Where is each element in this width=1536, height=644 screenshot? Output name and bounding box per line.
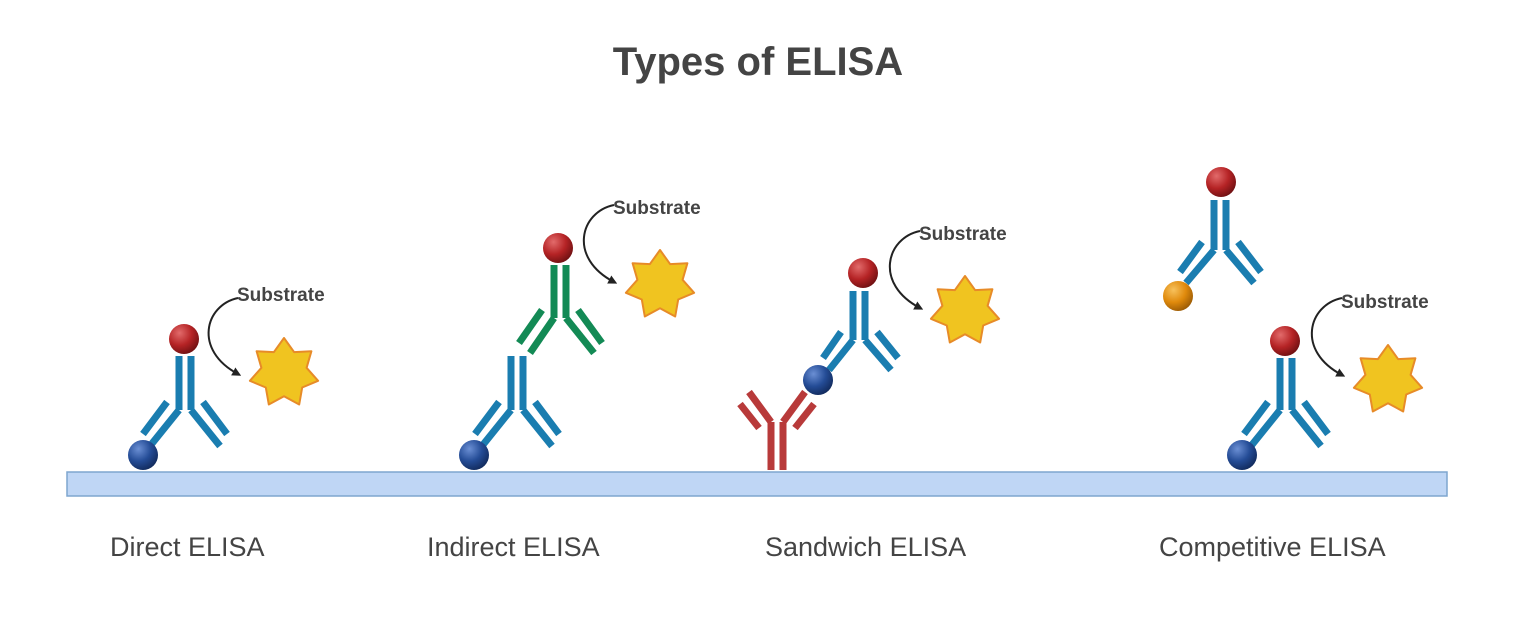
enzyme-icon <box>169 324 199 354</box>
sandwich-elisa-group: Substrate <box>737 224 1007 470</box>
enzyme-icon <box>1206 167 1236 197</box>
curved-arrow-icon <box>1311 297 1346 377</box>
substrate-label: Substrate <box>1341 292 1429 313</box>
secondary-antibody-icon <box>516 265 605 356</box>
plate-surface <box>66 471 1448 497</box>
substrate-label: Substrate <box>919 224 1007 245</box>
antigen-icon <box>803 365 833 395</box>
enzyme-icon <box>543 233 573 263</box>
primary-antibody-icon <box>1241 358 1331 449</box>
primary-antibody-icon <box>472 356 562 449</box>
direct-elisa-group: Substrate <box>128 285 325 470</box>
curved-arrow-icon <box>889 230 924 310</box>
curved-arrow-icon <box>207 297 242 376</box>
primary-antibody-icon <box>140 356 230 449</box>
free-antibody-icon <box>1177 200 1264 286</box>
product-star-icon <box>624 249 696 318</box>
enzyme-icon <box>1270 326 1300 356</box>
product-star-icon <box>929 275 1001 344</box>
enzyme-icon <box>848 258 878 288</box>
product-star-icon <box>1352 344 1424 413</box>
product-star-icon <box>248 337 320 406</box>
curved-arrow-icon <box>583 204 618 284</box>
antigen-icon <box>128 440 158 470</box>
competitive-elisa-group: Substrate <box>1163 167 1429 470</box>
detection-antibody-icon <box>820 291 901 373</box>
antigen-icon <box>459 440 489 470</box>
diagram-title: Types of ELISA <box>612 40 904 84</box>
label-sandwich-elisa: Sandwich ELISA <box>765 532 966 562</box>
indirect-elisa-group: Substrate <box>459 198 701 470</box>
substrate-label: Substrate <box>613 198 701 219</box>
capture-antibody-icon <box>737 389 817 470</box>
label-direct-elisa: Direct ELISA <box>110 532 265 562</box>
substrate-label: Substrate <box>237 285 325 306</box>
label-competitive-elisa: Competitive ELISA <box>1159 532 1386 562</box>
label-indirect-elisa: Indirect ELISA <box>427 532 600 562</box>
antigen-icon <box>1227 440 1257 470</box>
competitor-antigen-icon <box>1163 281 1193 311</box>
